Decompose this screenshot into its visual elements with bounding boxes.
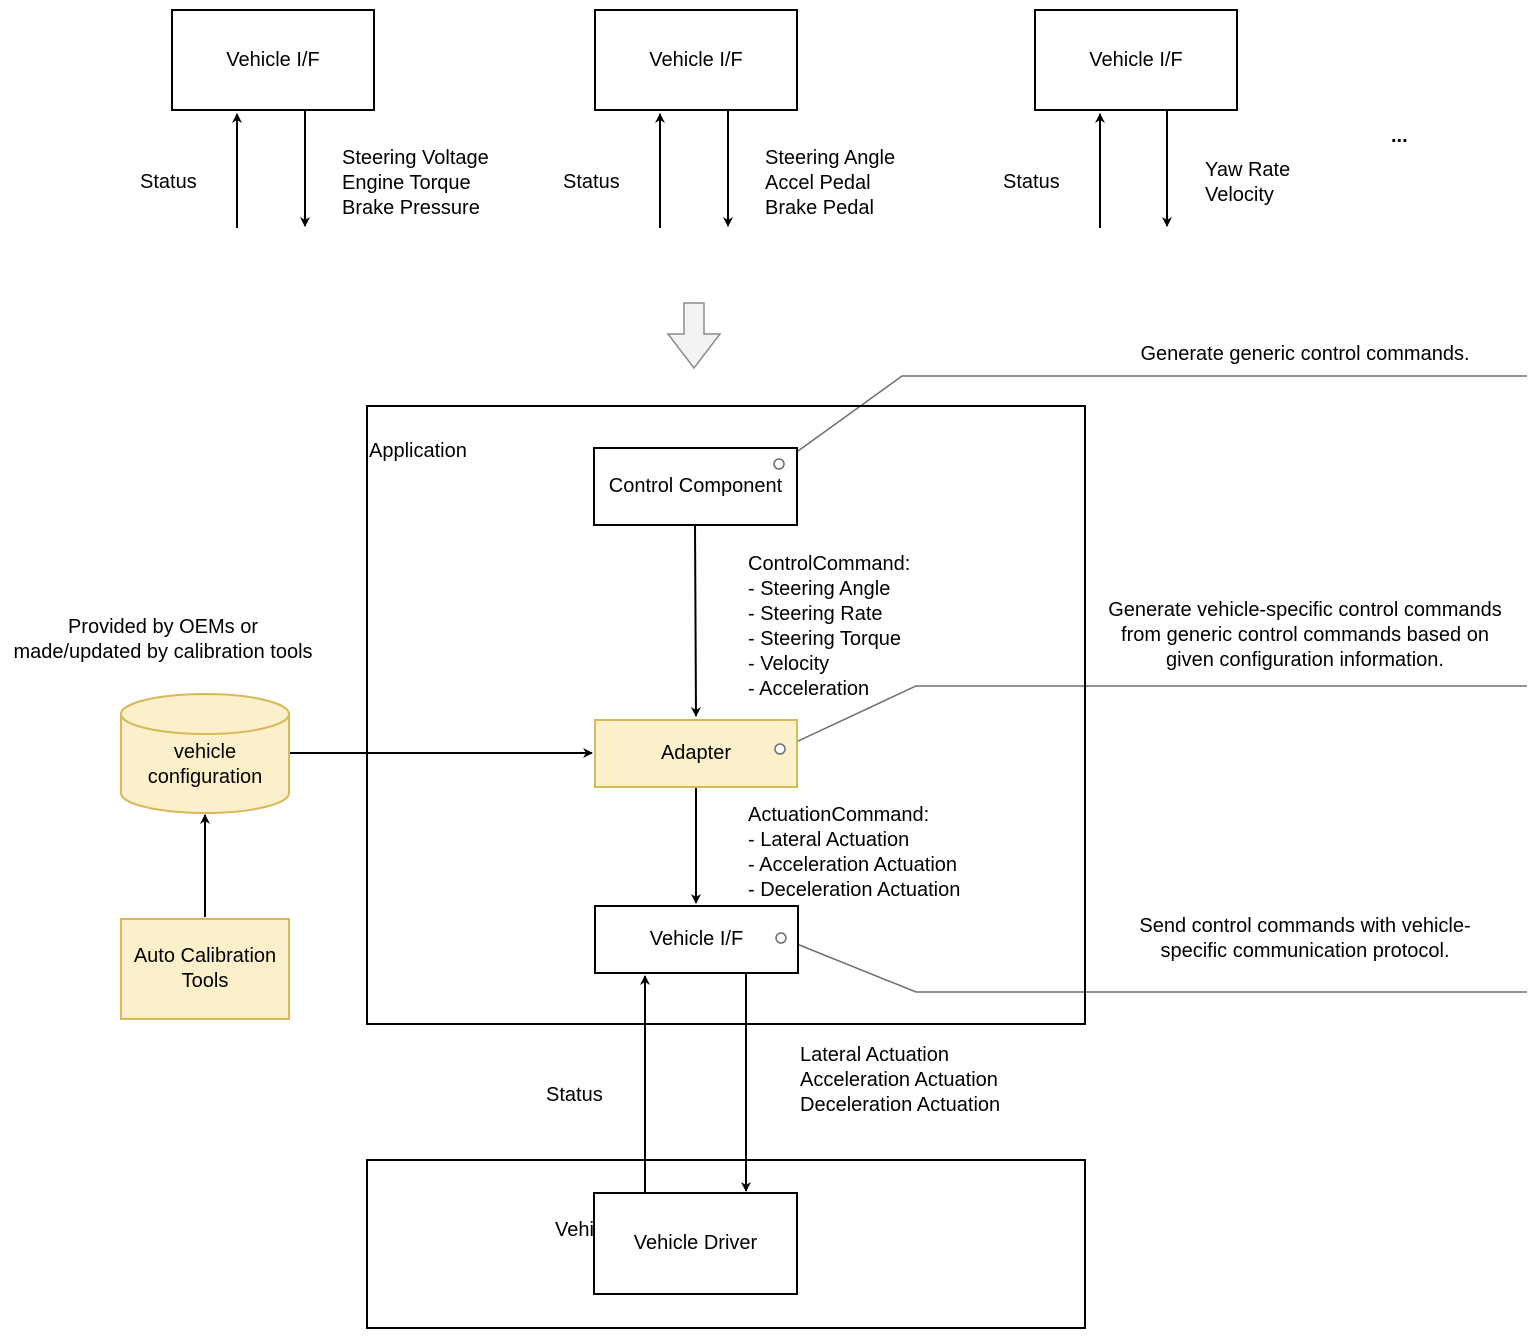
status-label-2: Status (563, 171, 620, 193)
callout-line-vehicle-if (781, 937, 1527, 993)
auto-calibration-line: Tools (181, 970, 229, 992)
provided-note-line: made/updated by calibration tools (13, 641, 313, 663)
adapter-box: Adapter (594, 719, 798, 788)
vehicle-frame (366, 1159, 1086, 1329)
command-list-2: Steering Angle Accel Pedal Brake Pedal (765, 146, 895, 221)
command-item: Accel Pedal (765, 172, 871, 194)
note-line: Generate vehicle-specific control comman… (1108, 599, 1502, 621)
auto-calibration-line: Auto Calibration (133, 945, 277, 967)
note-adapter: Generate vehicle-specific control comman… (1090, 598, 1520, 673)
note-line: specific communication protocol. (1160, 940, 1450, 962)
auto-calibration-tools-box: Auto Calibration Tools (120, 918, 290, 1020)
actuation-command-item: - Lateral Actuation (748, 829, 910, 851)
actuation-command-list: ActuationCommand: - Lateral Actuation - … (748, 803, 960, 903)
control-command-item: - Velocity (748, 653, 830, 675)
note-line: given configuration information. (1166, 649, 1444, 671)
control-command-item: - Steering Angle (748, 578, 891, 600)
control-command-item: - Acceleration (748, 678, 870, 700)
command-list-3: Yaw Rate Velocity (1205, 158, 1290, 208)
command-item: Engine Torque (342, 172, 471, 194)
transition-down-arrow (666, 302, 722, 370)
note-line: from generic control commands based on (1121, 624, 1489, 646)
status-label-1: Status (140, 171, 197, 193)
vehicle-configuration-line: vehicle (173, 741, 237, 763)
callout-line-adapter (780, 685, 1527, 750)
control-to-adapter-arrow (690, 525, 701, 717)
vehicle-if-box-1: Vehicle I/F (171, 9, 375, 111)
note-control-component: Generate generic control commands. (1090, 342, 1520, 367)
control-command-list: ControlCommand: - Steering Angle - Steer… (748, 552, 910, 702)
actuation-command-heading: ActuationCommand: (748, 804, 930, 826)
command-item: Brake Pedal (765, 197, 874, 219)
note-line: Send control commands with vehicle- (1139, 915, 1471, 937)
control-command-item: - Steering Torque (748, 628, 902, 650)
command-item: Steering Voltage (342, 147, 489, 169)
ellipsis-label: ... (1391, 125, 1408, 147)
vehicle-if-box-2: Vehicle I/F (594, 9, 798, 111)
actuation-item: Lateral Actuation (800, 1044, 949, 1066)
actuation-command-item: - Deceleration Actuation (748, 879, 961, 901)
command-item: Brake Pressure (342, 197, 480, 219)
vehicle-frame-label: Vehi (555, 1219, 594, 1241)
vehicle-configuration-label: vehicle configuration (121, 740, 289, 790)
vehicle-driver-box: Vehicle Driver (593, 1192, 798, 1295)
control-component-box: Control Component (593, 447, 798, 526)
command-list-1: Steering Voltage Engine Torque Brake Pre… (342, 146, 489, 221)
vehicle-if-box-app: Vehicle I/F (594, 905, 799, 974)
command-item: Velocity (1205, 184, 1274, 206)
application-frame (366, 405, 1086, 1025)
actuation-command-item: - Acceleration Actuation (748, 854, 958, 876)
actuation-list-driver: Lateral Actuation Acceleration Actuation… (800, 1043, 1000, 1118)
control-command-item: - Steering Rate (748, 603, 883, 625)
control-command-heading: ControlCommand: (748, 553, 911, 575)
status-label-3: Status (1003, 171, 1060, 193)
command-item: Yaw Rate (1205, 159, 1291, 181)
provided-note-line: Provided by OEMs or (67, 616, 259, 638)
callout-line-control-component (779, 375, 1527, 465)
actuation-item: Acceleration Actuation (800, 1069, 998, 1091)
actuation-item: Deceleration Actuation (800, 1094, 1001, 1116)
application-label: Application (369, 440, 467, 462)
vehicle-configuration-database (120, 693, 290, 814)
note-line: Generate generic control commands. (1140, 343, 1470, 365)
note-vehicle-if: Send control commands with vehicle- spec… (1090, 914, 1520, 964)
command-item: Steering Angle (765, 147, 896, 169)
vehicle-configuration-line: configuration (147, 766, 263, 788)
status-label-driver: Status (546, 1084, 603, 1106)
vehicle-if-box-3: Vehicle I/F (1034, 9, 1238, 111)
provided-note: Provided by OEMs or made/updated by cali… (6, 615, 320, 665)
